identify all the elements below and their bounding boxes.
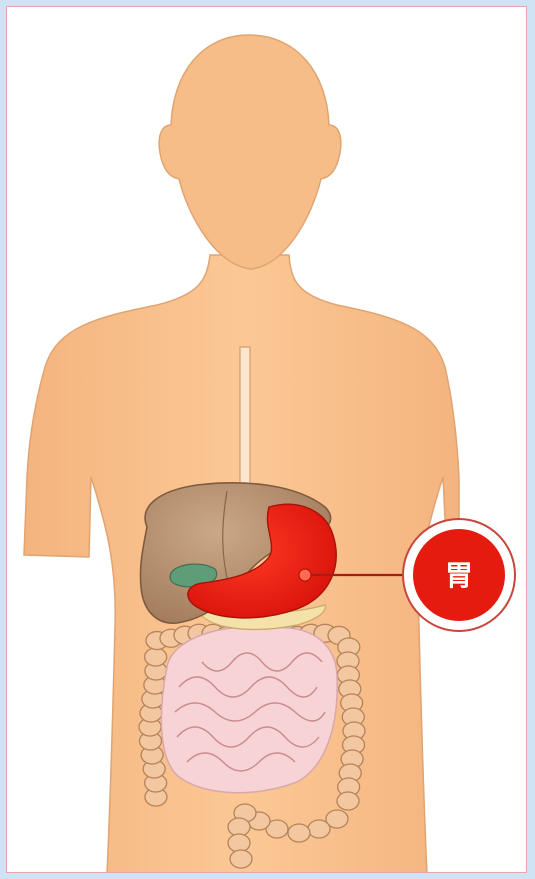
colon-segment <box>288 824 310 842</box>
digestive-system-diagram: 胃 <box>7 7 527 873</box>
colon-segment <box>228 818 250 836</box>
callout-label: 胃 <box>445 559 473 592</box>
stomach-callout-anchor <box>299 569 311 581</box>
intestine-icon <box>161 627 337 792</box>
colon-segment <box>308 820 330 838</box>
small-intestine <box>161 627 337 792</box>
head <box>159 35 341 269</box>
colon-segment <box>337 792 359 810</box>
colon-segment <box>230 850 252 868</box>
stomach-callout-badge: 胃 <box>403 519 515 631</box>
colon-segment <box>228 834 250 852</box>
diagram-panel: 胃 <box>6 6 527 873</box>
colon-segment <box>145 648 167 666</box>
